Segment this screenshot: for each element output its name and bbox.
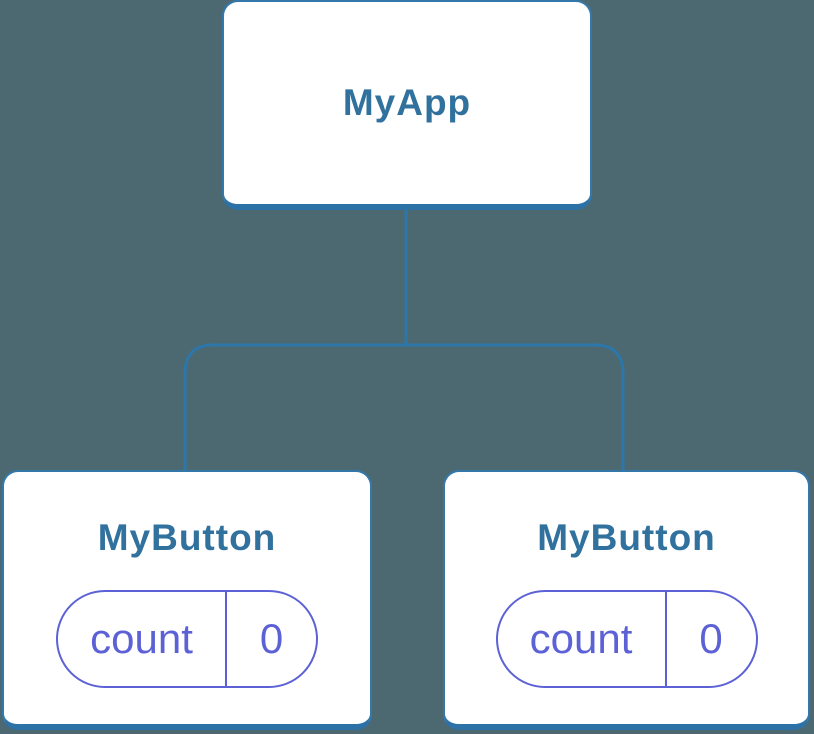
state-pill-left: count 0 xyxy=(56,590,318,688)
state-value-left: 0 xyxy=(259,615,284,662)
node-label-mybutton-left: MyButton xyxy=(97,517,277,558)
node-mybutton-right: MyButton count 0 xyxy=(443,470,810,730)
state-key-right: count xyxy=(498,592,667,686)
state-pill-right: count 0 xyxy=(495,590,758,688)
node-label-myapp: MyApp xyxy=(342,82,472,123)
state-key-left: count xyxy=(58,592,227,686)
connector-bracket xyxy=(183,343,625,473)
state-value-right: 0 xyxy=(699,615,723,662)
node-myapp: MyApp xyxy=(222,0,592,210)
node-mybutton-left: MyButton count 0 xyxy=(2,470,372,730)
node-label-mybutton-right: MyButton xyxy=(537,517,716,558)
